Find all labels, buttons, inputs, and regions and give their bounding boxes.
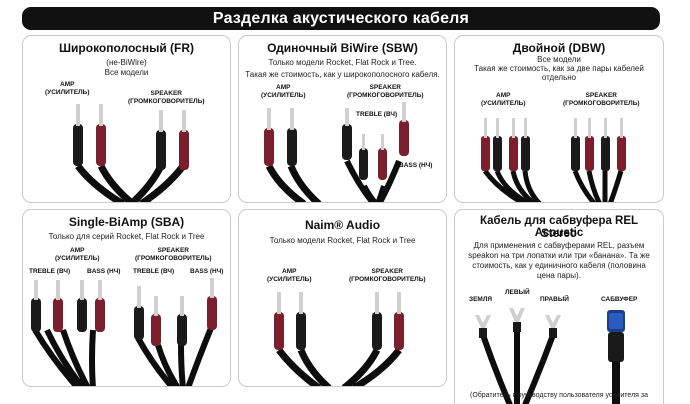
- panel-rel-subwoofer: Кабель для сабвуфера REL Acoustic Stereo…: [454, 209, 664, 404]
- plug-amp-red-1: [53, 280, 63, 332]
- plug-spk-red-2: [207, 278, 217, 330]
- panel-subtitle: Только для серий Rocket, Flat Rock и Tre…: [48, 232, 205, 241]
- plug-amp-black: [287, 108, 297, 166]
- plug-amp-red-2: [95, 280, 105, 332]
- plug-amp-black-2: [77, 280, 87, 332]
- plug-amp-black: [296, 292, 306, 350]
- bass-label: BASS (НЧ): [399, 162, 433, 169]
- subwoofer-label: САБВУФЕР: [601, 296, 638, 303]
- plug-amp-red: [274, 292, 284, 350]
- spade-ground: [475, 315, 491, 338]
- amp-label: AMP(УСИЛИТЕЛЬ): [481, 92, 526, 107]
- plug-spk-black-1: [134, 286, 144, 340]
- speaker-label: SPEAKER(ГРОМКОГОВОРИТЕЛЬ): [128, 90, 205, 105]
- plug-amp-red: [96, 104, 106, 166]
- spade-left: [509, 308, 525, 332]
- panel-subtitle-2: Такая же стоимость, как у широкополосног…: [245, 70, 440, 79]
- plug-speaker-black: [156, 110, 166, 170]
- plug-amp-black: [73, 104, 83, 166]
- page-title: Разделка акустического кабеля: [212, 9, 470, 27]
- right-label: ПРАВЫЙ: [540, 296, 569, 303]
- cable-illustration: [274, 292, 404, 386]
- plug-spk-black-2: [601, 118, 610, 171]
- cable-illustration: [31, 278, 217, 386]
- panel-subtitle: Только модели Rocket, Flat Rock и Tree.: [268, 58, 417, 67]
- treble-label-amp: TREBLE (ВЧ): [29, 268, 71, 275]
- page-header: Разделка акустического кабеля: [22, 7, 660, 30]
- plug-amp-red-2: [509, 118, 518, 171]
- plug-speaker-black: [372, 292, 382, 350]
- cable-illustration: [73, 104, 189, 202]
- plug-spk-black-1: [571, 118, 580, 171]
- amp-label: AMP(УСИЛИТЕЛЬ): [267, 268, 312, 283]
- plug-bass-red: [378, 134, 387, 180]
- panel-title-2: Stereo: [541, 228, 577, 240]
- plug-spk-red-2: [617, 118, 626, 171]
- amp-label: AMP(УСИЛИТЕЛЬ): [261, 84, 306, 99]
- plug-treble-black: [342, 108, 352, 160]
- panel-subtitle-2: Все модели: [104, 68, 149, 77]
- spade-right: [545, 315, 561, 338]
- cable-illustration: [264, 102, 409, 202]
- speakon-connector: [607, 310, 625, 404]
- speaker-label: SPEAKER(ГРОМКОГОВОРИТЕЛЬ): [563, 92, 640, 107]
- panel-single-biwire: Одиночный BiWire (SBW) Только модели Roc…: [238, 35, 447, 203]
- speaker-label: SPEAKER(ГРОМКОГОВОРИТЕЛЬ): [349, 268, 426, 283]
- panel-naim-audio: Naim® Audio Только модели Rocket, Flat R…: [238, 209, 447, 387]
- panel-subtitle-4: цена пары).: [537, 271, 581, 280]
- panel-title: Naim® Audio: [304, 218, 381, 232]
- plug-speaker-red: [394, 292, 404, 350]
- plug-spk-black-2: [177, 296, 187, 346]
- plug-spk-red-1: [151, 296, 161, 346]
- panel-subtitle-3: отдельно: [541, 73, 577, 82]
- panel-title: Двойной (DBW): [512, 41, 606, 55]
- plug-amp-red: [264, 108, 274, 166]
- treble-label-speaker: TREBLE (ВЧ): [133, 268, 175, 275]
- plug-amp-black-2: [521, 118, 530, 171]
- panel-title: Одиночный BiWire (SBW): [267, 41, 418, 55]
- ground-label: ЗЕМЛЯ: [469, 296, 493, 303]
- panel-title: Кабель для сабвуфера REL Acoustic: [479, 215, 639, 239]
- amp-label: AMP(УСИЛИТЕЛЬ): [45, 81, 90, 96]
- plug-amp-red-1: [481, 118, 490, 171]
- panel-subtitle: Все модели: [537, 55, 581, 64]
- plug-amp-black-1: [493, 118, 502, 171]
- cable-illustration: [481, 118, 626, 202]
- plug-spk-red-1: [585, 118, 594, 171]
- rel-cable-illustration: [475, 308, 625, 404]
- panel-subtitle: Для применения с сабвуферами REL, разъем: [473, 241, 645, 250]
- panel-subtitle-3: стоимость, как у единичного кабеля (поло…: [472, 261, 646, 270]
- panel-double-biwire: Двойной (DBW) Все модели Такая же стоимо…: [454, 35, 664, 203]
- speaker-label: SPEAKER(ГРОМКОГОВОРИТЕЛЬ): [135, 247, 212, 262]
- bass-label-speaker: BASS (НЧ): [190, 268, 224, 275]
- bass-label-amp: BASS (НЧ): [87, 268, 121, 275]
- panel-subtitle-2: speakon на три лопатки или три «банана».…: [468, 251, 650, 260]
- panel-full-range: Широкополосный (FR) (не-BiWire) Все моде…: [22, 35, 231, 203]
- panel-subtitle: Только модели Rocket, Flat Rock и Tree: [269, 236, 416, 245]
- panel-subtitle-2: Такая же стоимость, как за две пары кабе…: [474, 64, 644, 73]
- speaker-label: SPEAKER(ГРОМКОГОВОРИТЕЛЬ): [347, 84, 424, 99]
- plug-amp-black-1: [31, 280, 41, 332]
- footnote: (Обратитесь к руководству пользователя у…: [470, 392, 648, 399]
- treble-label: TREBLE (ВЧ): [356, 111, 398, 118]
- panel-title: Широкополосный (FR): [58, 41, 195, 55]
- plug-speaker-red: [179, 110, 189, 170]
- left-label: ЛЕВЫЙ: [505, 289, 530, 296]
- plug-bass-black: [359, 134, 368, 180]
- panel-single-biamp: Single-BiAmp (SBA) Только для серий Rock…: [22, 209, 231, 387]
- plug-treble-red: [399, 102, 409, 156]
- panel-subtitle: (не-BiWire): [106, 58, 147, 67]
- panel-title: Single-BiAmp (SBA): [68, 215, 185, 229]
- amp-label: AMP(УСИЛИТЕЛЬ): [55, 247, 100, 262]
